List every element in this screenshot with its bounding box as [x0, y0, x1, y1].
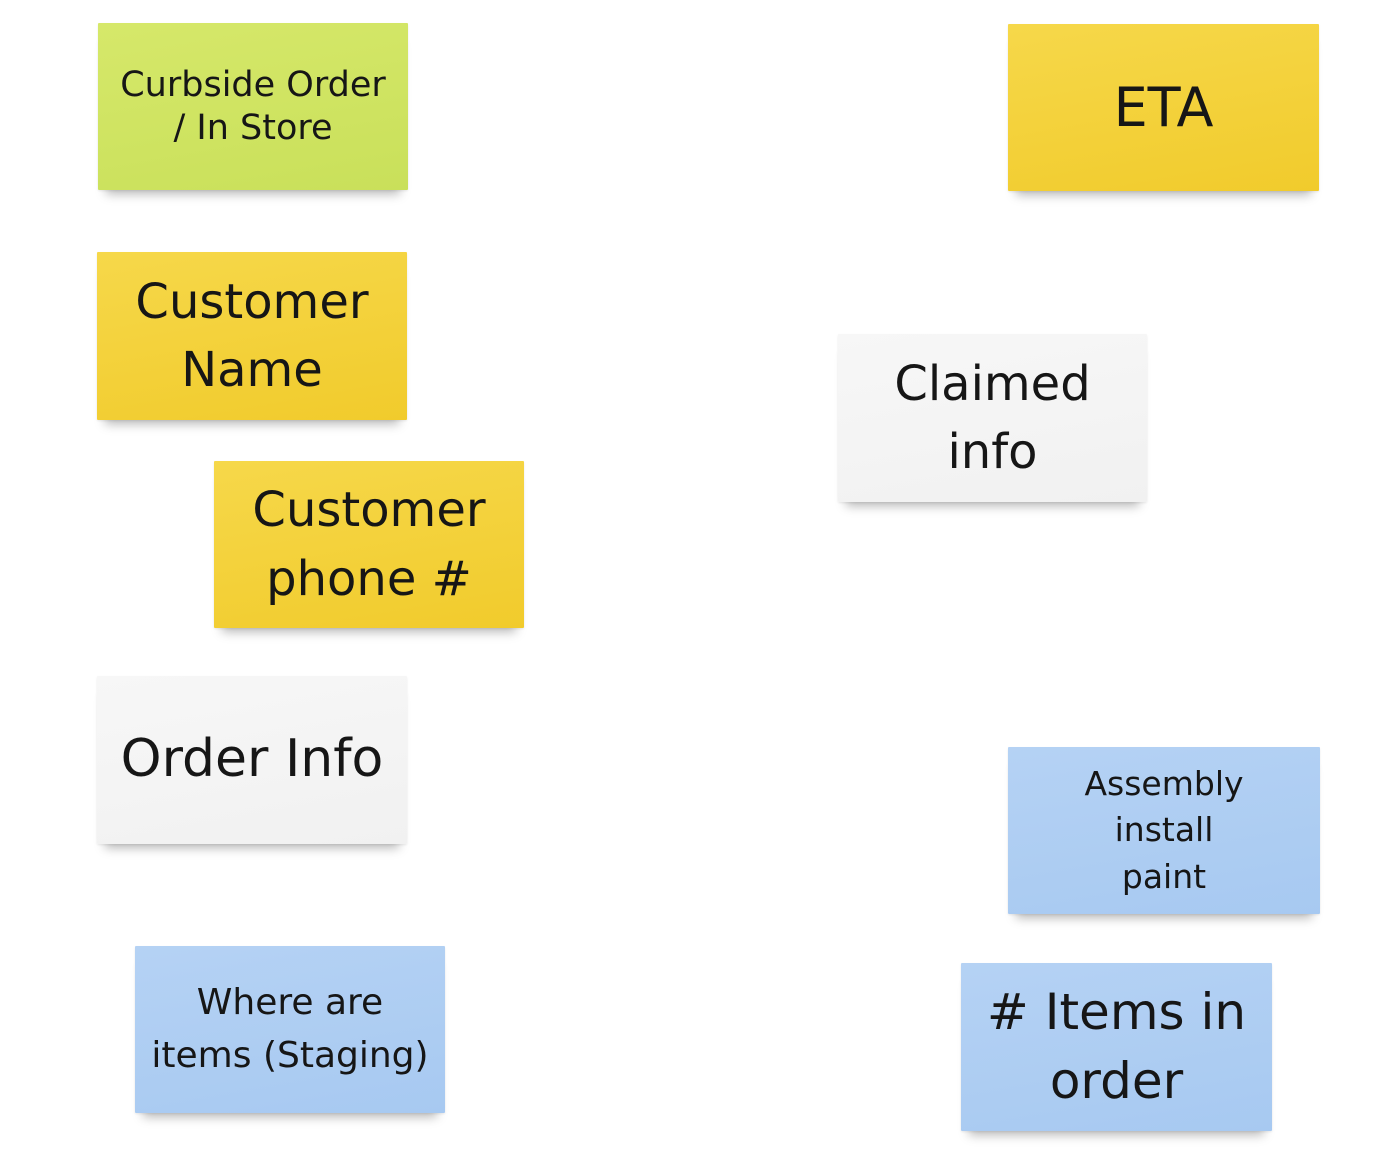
sticky-note-text: Assembly install paint: [1084, 764, 1244, 896]
sticky-note-curbside-order[interactable]: Curbside Order / In Store: [98, 23, 408, 190]
sticky-note-text: Customer Name: [135, 273, 369, 398]
sticky-note-customer-phone[interactable]: Customer phone #: [214, 461, 524, 628]
sticky-note-assembly[interactable]: Assembly install paint: [1008, 747, 1320, 914]
sticky-note-order-info[interactable]: Order Info: [97, 676, 407, 844]
sticky-note-text: Customer phone #: [252, 482, 486, 607]
sticky-note-text: # Items in order: [986, 983, 1247, 1110]
sticky-note-eta[interactable]: ETA: [1008, 24, 1319, 191]
sticky-note-text: Where are items (Staging): [151, 982, 429, 1076]
sticky-note-text: Claimed info: [894, 355, 1091, 480]
sticky-note-text: Order Info: [120, 729, 384, 790]
sticky-note-staging[interactable]: Where are items (Staging): [135, 946, 445, 1113]
sticky-note-items-count[interactable]: # Items in order: [961, 963, 1272, 1131]
sticky-note-text: ETA: [1113, 75, 1214, 139]
sticky-note-text: Curbside Order / In Store: [120, 64, 386, 148]
sticky-note-claimed-info[interactable]: Claimed info: [838, 334, 1147, 502]
sticky-note-customer-name[interactable]: Customer Name: [97, 252, 407, 420]
